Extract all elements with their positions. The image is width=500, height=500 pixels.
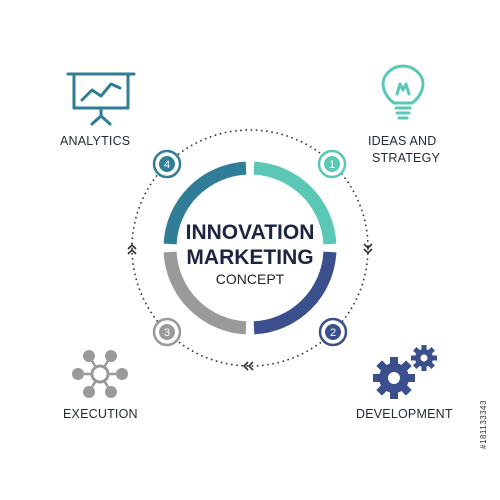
center-title-line2: MARKETING bbox=[186, 246, 314, 269]
gears-icon bbox=[373, 345, 437, 399]
segment-2-navy bbox=[253, 251, 337, 335]
step-3-label: EXECUTION bbox=[63, 407, 138, 421]
network-icon bbox=[72, 350, 128, 398]
segment-1-teal bbox=[253, 161, 337, 245]
step-1-label-line1: IDEAS AND bbox=[368, 134, 437, 148]
step-1-label-line2: STRATEGY bbox=[372, 151, 441, 165]
stock-id: #181133343 bbox=[479, 400, 489, 449]
center-title-line1: INNOVATION bbox=[185, 221, 315, 244]
badge-3 bbox=[152, 317, 182, 347]
badge-2-number: 2 bbox=[330, 327, 336, 339]
chevron-left-ring-icon bbox=[127, 243, 137, 255]
presentation-chart-icon bbox=[66, 72, 136, 126]
chevron-bottom-ring-icon bbox=[242, 361, 254, 371]
lightbulb-icon bbox=[381, 64, 425, 120]
badge-4-number: 4 bbox=[164, 159, 170, 171]
badge-1 bbox=[317, 149, 347, 179]
step-4-label: ANALYTICS bbox=[60, 134, 131, 148]
step-2-label: DEVELOPMENT bbox=[356, 407, 453, 421]
chevron-right-ring-icon bbox=[363, 243, 373, 255]
center-subtitle: CONCEPT bbox=[215, 271, 285, 287]
segment-4-blue bbox=[163, 161, 247, 245]
badge-1-number: 1 bbox=[329, 159, 335, 171]
badge-4 bbox=[152, 149, 182, 179]
segment-3-gray bbox=[163, 251, 247, 335]
badge-3-number: 3 bbox=[164, 327, 170, 339]
badge-2 bbox=[318, 317, 348, 347]
